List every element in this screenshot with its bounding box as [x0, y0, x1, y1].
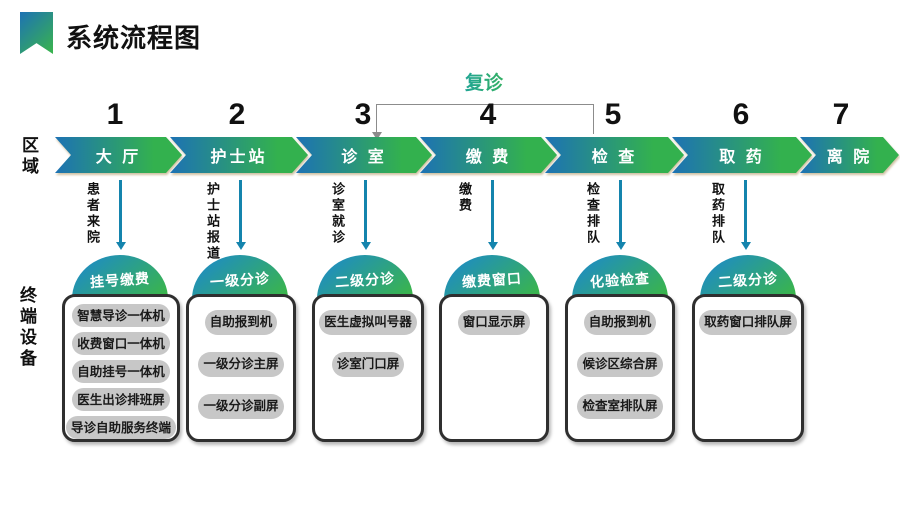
device-item: 自助报到机	[583, 310, 657, 335]
stage-arrow-label: 离 院	[826, 149, 873, 166]
device-item: 一级分诊主屏	[198, 352, 284, 377]
down-arrow-icon	[360, 180, 371, 250]
page-title: 系统流程图	[66, 23, 202, 53]
device-item: 检查室排队屏	[577, 394, 663, 419]
stage-number: 4	[479, 98, 497, 131]
down-arrow-icon	[615, 180, 626, 250]
stage-arrow-label: 诊 室	[341, 149, 387, 166]
stage-arrow: 护士站	[170, 137, 308, 173]
flow-step-label: 缴费	[457, 182, 472, 214]
stage-number: 1	[106, 98, 124, 131]
stage-number: 7	[832, 98, 850, 131]
device-item: 导诊自助服务终端	[65, 416, 176, 439]
stage-arrow: 离 院	[800, 137, 899, 173]
device-item: 候诊区综合屏	[577, 352, 663, 377]
stage-arrow: 大 厅	[55, 137, 182, 173]
down-arrow-icon	[115, 180, 126, 250]
device-card: 自助报到机候诊区综合屏检查室排队屏	[565, 294, 675, 442]
terminal-badge-label: 二级分诊	[334, 269, 396, 291]
stage-number: 2	[228, 98, 246, 131]
down-arrow-icon	[740, 180, 751, 250]
terminal-badge-label: 挂号缴费	[89, 269, 151, 291]
device-card: 智慧导诊一体机收费窗口一体机自助挂号一体机医生出诊排班屏导诊自助服务终端	[62, 294, 180, 442]
device-item: 医生虚拟叫号器	[319, 310, 417, 335]
revisit-label: 复诊	[444, 68, 524, 95]
flow-step-label: 取药排队	[710, 182, 725, 246]
stage-arrow: 诊 室	[296, 137, 432, 173]
flow-step-label: 诊室就诊	[330, 182, 345, 246]
stage-number: 3	[354, 98, 372, 131]
device-item: 一级分诊副屏	[198, 394, 284, 419]
flow-step-label: 患者来院	[85, 182, 100, 246]
flow-step-label: 检查排队	[585, 182, 600, 246]
stage-arrow-label: 检 查	[591, 149, 638, 166]
stage-arrow-band: 大 厅 护士站 诊 室 缴 费 检 查 取 药 离 院	[55, 137, 899, 173]
bookmark-icon	[20, 12, 53, 54]
stage-arrow: 取 药	[672, 137, 812, 173]
revisit-arrowhead-icon	[372, 132, 382, 140]
device-card: 窗口显示屏	[439, 294, 549, 442]
device-item: 取药窗口排队屏	[699, 310, 797, 335]
stage-arrow-label: 缴 费	[465, 149, 512, 166]
row-label-area: 区域	[19, 136, 38, 178]
device-card: 自助报到机一级分诊主屏一级分诊副屏	[186, 294, 296, 442]
stage-number: 5	[604, 98, 622, 131]
stage-arrow: 缴 费	[420, 137, 557, 173]
revisit-connector-line	[376, 104, 594, 134]
stage-number: 6	[732, 98, 750, 131]
stage-arrow-label: 护士站	[210, 149, 268, 166]
stage-arrow-label: 大 厅	[95, 149, 142, 166]
device-card: 取药窗口排队屏	[692, 294, 804, 442]
row-label-terminal-devices: 终端设备	[17, 286, 36, 370]
terminal-badge-label: 缴费窗口	[461, 269, 523, 291]
device-card: 医生虚拟叫号器诊室门口屏	[312, 294, 424, 442]
device-item: 自助报到机	[204, 310, 278, 335]
device-item: 医生出诊排班屏	[72, 388, 170, 411]
device-item: 智慧导诊一体机	[72, 304, 170, 327]
stage-arrow: 检 查	[545, 137, 684, 173]
device-item: 窗口显示屏	[457, 310, 531, 335]
device-item: 自助挂号一体机	[72, 360, 170, 383]
terminal-badge-label: 一级分诊	[209, 269, 271, 291]
down-arrow-icon	[487, 180, 498, 250]
terminal-badge-label: 化验检查	[589, 269, 651, 291]
device-item: 诊室门口屏	[331, 352, 405, 377]
device-item: 收费窗口一体机	[72, 332, 170, 355]
terminal-badge-label: 二级分诊	[717, 269, 779, 291]
flow-step-label: 护士站报道	[205, 182, 220, 262]
stage-arrow-label: 取 药	[719, 149, 765, 166]
down-arrow-icon	[235, 180, 246, 250]
